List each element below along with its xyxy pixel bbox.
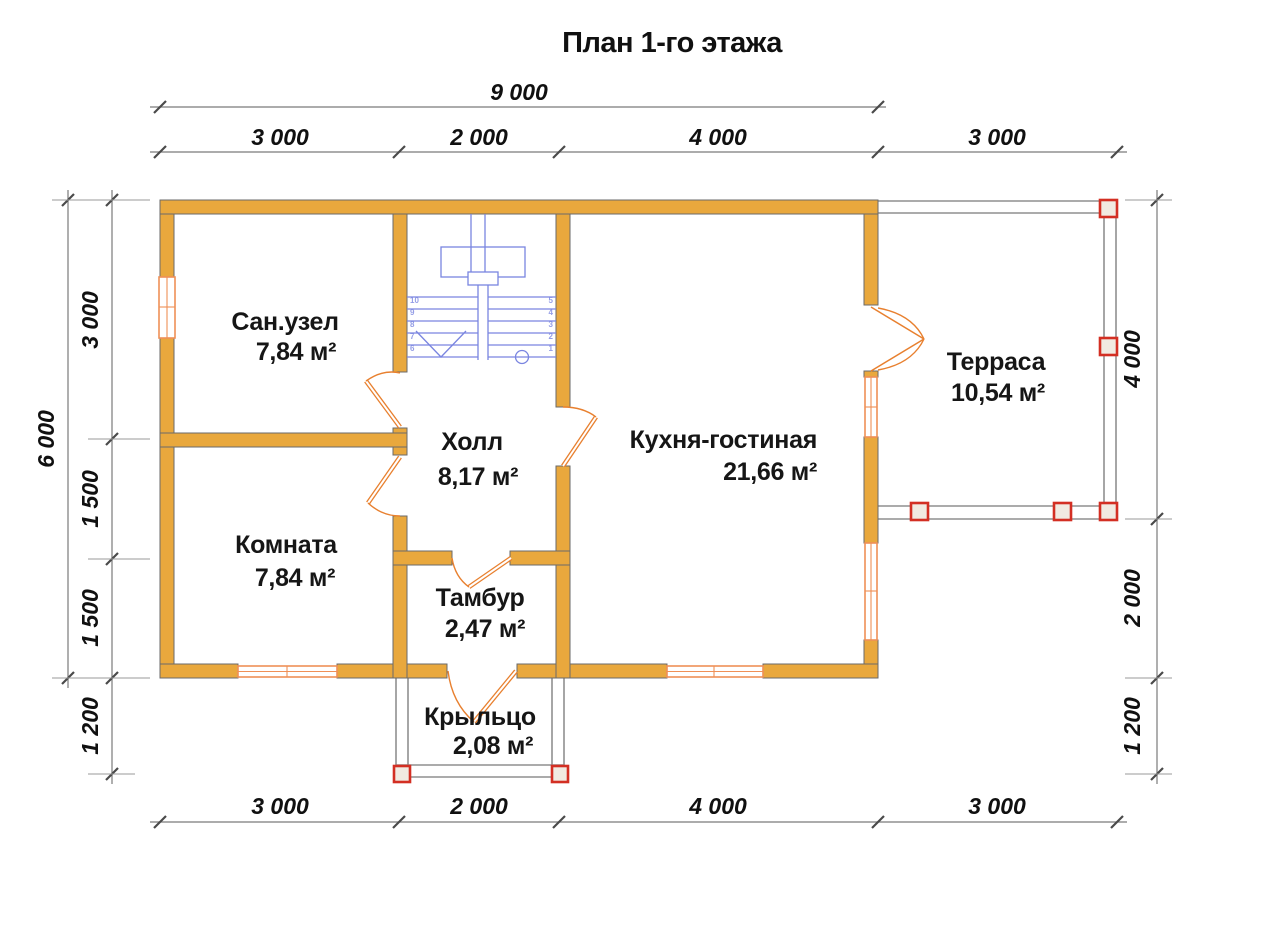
dimension-lines: 9 000 3 000 2 000 4 000 3 000 3 000 2 00… — [33, 79, 1172, 829]
dim-right-2: 2 000 — [1119, 569, 1145, 628]
windows — [158, 276, 878, 678]
dim-right-3: 1 200 — [1119, 697, 1145, 755]
terrace-post — [1098, 198, 1119, 219]
dim-top-3: 4 000 — [688, 124, 747, 150]
dim-bottom-3: 4 000 — [688, 793, 747, 819]
door-tambur-hall — [451, 556, 513, 589]
terrace-post — [1098, 336, 1119, 357]
terrace-post — [909, 501, 930, 522]
doors — [364, 306, 925, 724]
window-sanuzel-west — [158, 276, 176, 339]
walls — [159, 199, 879, 679]
porch-post — [550, 764, 570, 784]
door-sanuzel — [364, 371, 402, 429]
room-area-komnata: 7,84 м² — [255, 564, 335, 592]
dim-left-total: 6 000 — [33, 410, 59, 468]
porch-post — [392, 764, 412, 784]
dim-bottom-2: 2 000 — [449, 793, 508, 819]
room-area-tambur: 2,47 м² — [445, 615, 525, 643]
support-posts — [392, 198, 1119, 784]
dim-top-4: 3 000 — [968, 124, 1026, 150]
stair-num: 2 — [549, 332, 554, 341]
dim-top-total: 9 000 — [490, 79, 548, 105]
window-kitchen-east-upper — [864, 376, 878, 438]
stair-num: 1 — [549, 344, 554, 353]
porch-boundary — [395, 678, 565, 778]
stair-num: 5 — [549, 296, 554, 305]
room-area-holl: 8,17 м² — [438, 463, 518, 491]
room-name-sanuzel: Сан.узел — [231, 308, 338, 336]
room-name-tambur: Тамбур — [436, 584, 525, 612]
stair-num: 9 — [410, 308, 415, 317]
dim-left-4: 1 200 — [77, 697, 103, 755]
dim-bottom-4: 3 000 — [968, 793, 1026, 819]
stair-num: 6 — [410, 344, 415, 353]
window-kitchen-south — [666, 665, 764, 678]
door-entrance-porch — [447, 669, 518, 724]
stair-num: 7 — [410, 332, 415, 341]
terrace-post — [1052, 501, 1073, 522]
dim-left-2: 1 500 — [77, 470, 103, 528]
room-area-krylco: 2,08 м² — [453, 732, 533, 760]
door-hall-kitchen — [561, 406, 598, 468]
stair-num: 4 — [549, 308, 554, 317]
stair-num: 3 — [549, 320, 554, 329]
dim-top-1: 3 000 — [251, 124, 309, 150]
terrace-post — [1098, 501, 1119, 522]
room-area-kuhnya: 21,66 м² — [723, 458, 817, 486]
room-name-krylco: Крыльцо — [424, 703, 536, 731]
room-name-kuhnya: Кухня-гостиная — [630, 426, 817, 454]
room-name-holl: Холл — [441, 428, 503, 456]
dim-top-2: 2 000 — [449, 124, 508, 150]
door-kitchen-terrace — [870, 306, 925, 372]
room-labels: Сан.узел 7,84 м² Комната 7,84 м² Холл 8,… — [231, 308, 1047, 760]
stair-num: 10 — [410, 296, 419, 305]
window-komnata-south — [237, 665, 338, 678]
room-area-sanuzel: 7,84 м² — [256, 338, 336, 366]
page-title: План 1-го этажа — [562, 27, 783, 59]
staircase: 10 9 8 7 6 5 4 3 2 1 — [407, 214, 556, 365]
stairs-start-circle — [514, 349, 530, 365]
dim-left-3: 1 500 — [77, 589, 103, 647]
door-komnata — [366, 455, 402, 517]
stairs-direction-arrow — [415, 330, 467, 358]
dim-left-1: 3 000 — [77, 291, 103, 349]
stair-num: 8 — [410, 320, 415, 329]
room-name-komnata: Комната — [235, 531, 338, 559]
dim-right-1: 4 000 — [1119, 330, 1145, 389]
window-kitchen-east-lower — [864, 542, 878, 641]
dim-bottom-1: 3 000 — [251, 793, 309, 819]
room-area-terrasa: 10,54 м² — [951, 379, 1045, 407]
room-name-terrasa: Терраса — [947, 348, 1047, 376]
